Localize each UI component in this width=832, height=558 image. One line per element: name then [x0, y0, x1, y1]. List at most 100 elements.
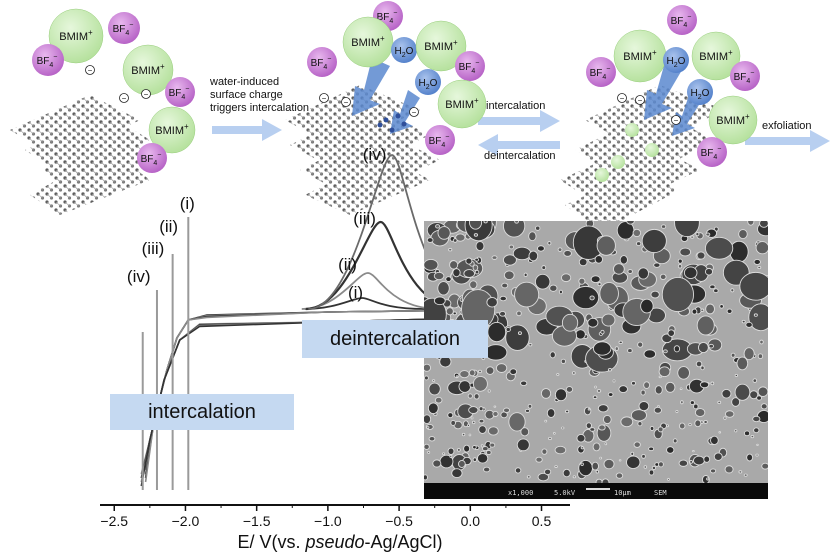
step-arrow-exfoliation: [745, 130, 830, 152]
step3-label: exfoliation: [762, 120, 812, 132]
anion-3a: BF4−: [667, 5, 697, 35]
sem-pore: [679, 247, 692, 257]
x-axis-title-suffix: -Ag/AgCl): [364, 532, 443, 552]
sem-pore: [648, 469, 655, 476]
sem-pore: [541, 265, 547, 270]
cv-peak-1: [304, 297, 425, 310]
cation-2b: BMIM+: [415, 20, 467, 72]
sem-pore: [653, 262, 661, 268]
sem-pore: [710, 381, 715, 386]
sem-pore: [503, 270, 515, 281]
sem-pore: [743, 430, 751, 437]
sem-pore: [578, 277, 586, 285]
step-arrow-reverse: [478, 134, 560, 156]
ion-layer: BMIM+BF4−BF4−BMIM+BF4−BMIM+BF4−−−−BF4−BM…: [32, 1, 760, 182]
sem-pore: [534, 273, 551, 290]
sem-pore: [424, 375, 429, 381]
sem-pore: [473, 233, 479, 237]
sem-pore: [432, 459, 442, 468]
sem-pore: [636, 241, 642, 247]
charge-1a: −: [85, 65, 95, 75]
sem-pore: [640, 389, 646, 396]
sem-pore: [661, 277, 695, 313]
sem-pore: [471, 420, 476, 425]
sem-pore: [472, 445, 477, 450]
water-label: H2O: [667, 56, 686, 69]
onset-label-4: (iv): [127, 267, 151, 286]
step2-forward-label: intercalation: [486, 100, 546, 112]
sem-pore: [713, 288, 719, 294]
sem-pore: [683, 266, 698, 279]
sem-pore: [648, 446, 655, 452]
sem-pore: [491, 255, 498, 260]
sem-pore: [696, 251, 706, 260]
sem-pore: [612, 379, 616, 383]
sem-pore: [474, 257, 480, 262]
x-tick-label: −2.0: [172, 513, 200, 529]
sem-pore: [537, 472, 549, 482]
sem-pore: [753, 258, 761, 265]
cv-peak-2: [301, 272, 440, 310]
x-tick-label: −0.5: [385, 513, 413, 529]
inner-ion-dot-2: [401, 121, 407, 127]
sem-pore: [484, 344, 508, 361]
sem-pore: [544, 468, 552, 476]
sem-pore: [736, 356, 749, 371]
sem-pore: [600, 329, 605, 335]
sem-pore: [571, 371, 576, 375]
sem-pore: [426, 426, 430, 429]
cation-label: BMIM+: [623, 48, 657, 63]
sem-pore: [665, 381, 676, 393]
sem-pore: [700, 308, 705, 313]
sem-pore: [618, 459, 622, 462]
sem-pore: [428, 436, 436, 442]
sem-inset: x1,000 5.0kV 10μm SEM: [424, 221, 768, 499]
sem-pore: [482, 446, 489, 452]
sem-pore: [638, 401, 650, 412]
deintercalation-box: deintercalation: [302, 320, 488, 358]
sem-pore: [527, 403, 533, 409]
sem-pore: [552, 431, 556, 435]
sem-pore: [456, 448, 461, 452]
sem-pore: [427, 451, 431, 454]
sem-pore: [499, 295, 507, 302]
sem-pore: [651, 465, 657, 471]
sem-pore: [604, 442, 608, 446]
sem-pore: [592, 442, 601, 452]
step-arrow-1: [212, 119, 282, 141]
sem-pore: [449, 454, 453, 458]
sem-pore: [505, 324, 530, 351]
sem-pore: [547, 240, 552, 246]
sem-image: [424, 221, 768, 499]
sem-pore: [587, 317, 599, 328]
sem-pore: [557, 247, 563, 252]
sem-pore: [745, 321, 753, 328]
sem-pore: [679, 387, 683, 391]
peak-label-2: (ii): [338, 255, 357, 274]
sem-pore: [630, 409, 647, 422]
cation-2c: BMIM+: [437, 79, 487, 129]
sem-pore: [597, 282, 602, 287]
charge-3a: −: [617, 93, 627, 103]
sem-pore: [501, 282, 509, 289]
sem-pore: [468, 369, 476, 377]
water-2b: H2O: [415, 69, 441, 95]
sem-scale-bar: [586, 488, 610, 490]
sem-pore: [706, 477, 710, 481]
sem-pore: [485, 450, 492, 456]
sem-pore: [517, 331, 522, 336]
x-tick-label: −1.5: [243, 513, 271, 529]
sem-pore: [748, 303, 768, 332]
sem-pore: [654, 385, 663, 395]
sem-pore: [452, 238, 458, 243]
sem-pore: [516, 438, 530, 452]
sem-pore: [449, 260, 459, 270]
sem-pore: [724, 410, 735, 418]
sem-pore: [535, 225, 541, 231]
sem-pore: [487, 321, 507, 343]
charge-2c: −: [409, 107, 419, 117]
intercalation-arrow-3a: [644, 62, 682, 120]
sem-pore: [589, 427, 596, 432]
cation-1b: BMIM+: [122, 44, 174, 96]
sem-pore: [514, 467, 522, 474]
